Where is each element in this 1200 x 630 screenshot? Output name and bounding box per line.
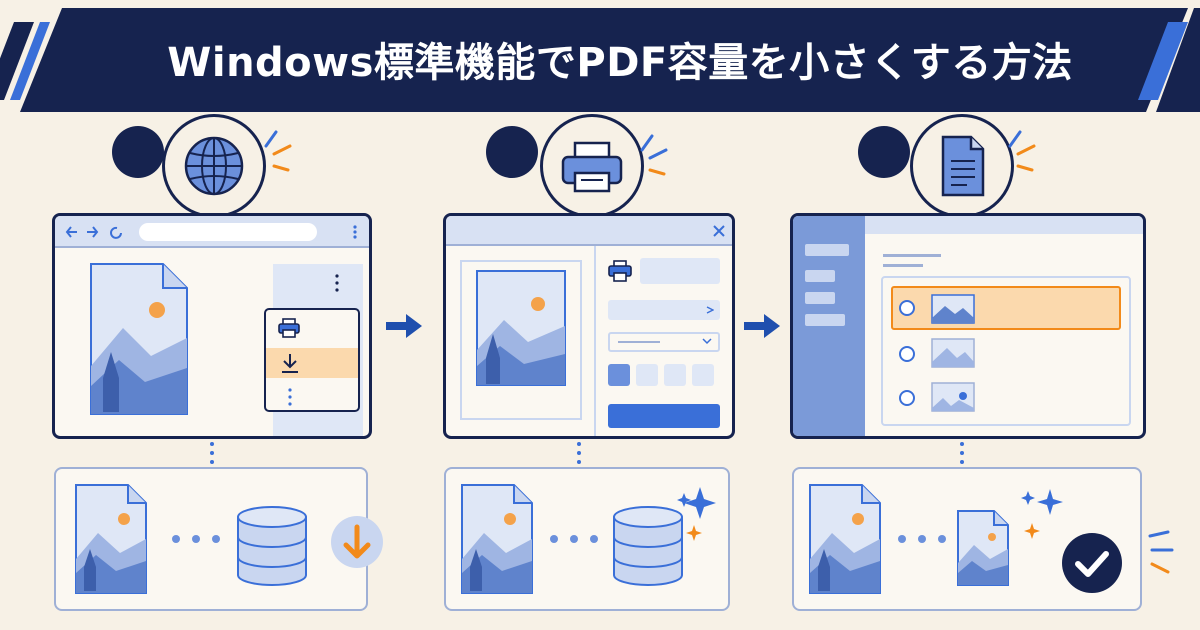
quality-option-list <box>881 276 1131 426</box>
address-bar[interactable] <box>139 223 317 241</box>
result-card-3 <box>792 467 1142 611</box>
printer-icon <box>561 141 623 193</box>
option-tile-1[interactable] <box>608 364 630 386</box>
check-icon <box>1062 533 1122 593</box>
close-icon[interactable] <box>712 224 726 238</box>
connector-dots <box>960 442 964 464</box>
destination-field[interactable] <box>608 300 720 320</box>
dialog-divider <box>594 246 596 436</box>
radio-button[interactable] <box>897 298 917 318</box>
sparkle-icon <box>677 487 716 541</box>
panel-more-icon[interactable] <box>333 272 341 294</box>
sparkle-lines-icon <box>640 134 668 176</box>
globe-icon <box>184 136 244 196</box>
more-icon[interactable] <box>286 386 294 408</box>
step-3-marker <box>858 126 910 178</box>
result-card-1 <box>54 467 383 611</box>
step-2-marker <box>486 126 538 178</box>
option-tile-3[interactable] <box>664 364 686 386</box>
flow-dots <box>172 535 220 543</box>
printer-select[interactable] <box>640 258 720 284</box>
connector-dots <box>577 442 581 464</box>
step-arrow-1 <box>386 314 422 338</box>
quality-option-selected[interactable] <box>891 286 1121 330</box>
radio-button[interactable] <box>897 344 917 364</box>
preview-image <box>476 270 566 386</box>
radio-button[interactable] <box>897 388 917 408</box>
option-tile-4[interactable] <box>692 364 714 386</box>
download-arrow-icon <box>331 516 383 568</box>
save-as-pdf-item[interactable] <box>266 348 358 378</box>
select-placeholder-line <box>618 341 660 343</box>
connector-dots <box>210 442 214 464</box>
sidebar-item[interactable] <box>805 292 835 304</box>
file-icon <box>941 135 985 197</box>
heading-line <box>883 254 941 257</box>
save-button[interactable] <box>608 404 720 428</box>
print-dialog <box>443 213 735 439</box>
step-1-marker <box>112 126 164 178</box>
image-icon <box>931 294 975 324</box>
sparkle-icon <box>1021 489 1063 539</box>
document-icon <box>461 484 533 594</box>
banner-shape <box>0 8 1200 112</box>
download-icon[interactable] <box>280 352 300 374</box>
printer-icon[interactable] <box>278 318 300 338</box>
database-icon <box>237 506 307 586</box>
step-3-badge <box>910 114 1014 218</box>
chevron-down-icon[interactable] <box>702 337 712 345</box>
document-icon <box>75 484 147 594</box>
sparkle-lines-icon <box>264 130 292 172</box>
image-icon <box>931 382 975 412</box>
browser-nav-icons <box>65 226 122 239</box>
image-icon <box>931 338 975 368</box>
cursor-icon <box>706 306 714 314</box>
document-icon <box>809 484 881 594</box>
pdf-preview-document <box>90 263 188 415</box>
sidebar-item[interactable] <box>805 244 849 256</box>
print-menu <box>264 308 360 412</box>
result-card-2 <box>444 467 730 611</box>
sidebar-item[interactable] <box>805 270 835 282</box>
step-2-badge <box>540 114 644 218</box>
step-arrow-2 <box>744 314 780 338</box>
browser-window <box>52 213 372 439</box>
option-tile-2[interactable] <box>636 364 658 386</box>
options-window <box>790 213 1146 439</box>
step-1-badge <box>162 114 266 218</box>
dialog-titlebar <box>446 216 732 246</box>
printer-select-icon <box>608 260 632 282</box>
flow-dots <box>898 535 946 543</box>
sparkle-lines-icon <box>1148 530 1174 574</box>
options-topbar <box>865 216 1143 234</box>
heading-line <box>883 264 923 267</box>
pages-select[interactable] <box>608 332 720 352</box>
page-title: Windows標準機能でPDF容量を小さくする方法 <box>167 40 1073 86</box>
flow-dots <box>550 535 598 543</box>
header-banner: Windows標準機能でPDF容量を小さくする方法 <box>0 0 1200 118</box>
browser-menu-icon[interactable] <box>351 224 359 240</box>
sparkle-lines-icon <box>1008 130 1036 172</box>
sidebar-item[interactable] <box>805 314 845 326</box>
database-icon <box>613 506 683 586</box>
small-document-icon <box>957 510 1009 586</box>
